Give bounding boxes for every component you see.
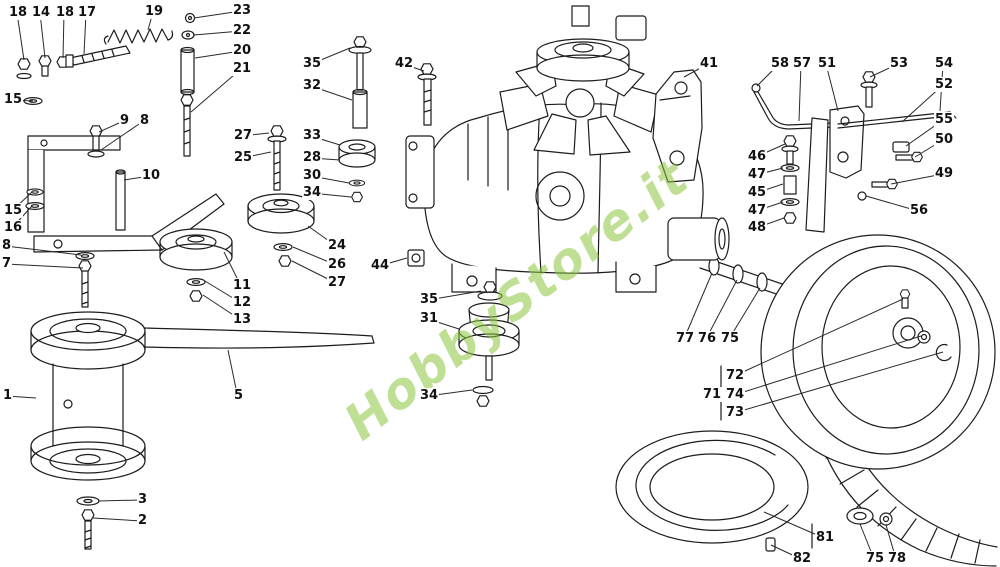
part-callout-16-14: 16: [3, 220, 24, 235]
part-callout-75-58: 75: [720, 331, 741, 346]
engine-pulley-drawing: [536, 5, 647, 82]
part-callout-9-10: 9: [119, 113, 131, 128]
part-callout-20-7: 20: [232, 43, 253, 58]
part-callout-78-66: 78: [887, 551, 908, 566]
linkage-drawing: [751, 71, 957, 233]
part-callout-21-8: 21: [232, 61, 253, 76]
part-callout-34-29: 34: [302, 185, 323, 200]
part-callout-8-15: 8: [1, 238, 13, 253]
part-callout-56-55: 56: [909, 203, 930, 218]
part-callout-7-16: 7: [1, 256, 13, 271]
part-callout-77-56: 77: [675, 331, 696, 346]
idler-pulley-33-drawing: [338, 139, 376, 203]
part-callout-25-25: 25: [233, 150, 254, 165]
part-callout-52-46: 52: [934, 77, 955, 92]
pulley-24-drawing: [247, 125, 315, 267]
part-callout-41-40: 41: [699, 56, 720, 71]
part-callout-1-20: 1: [2, 388, 14, 403]
part-callout-8-11: 8: [139, 113, 151, 128]
part-callout-22-6: 22: [232, 23, 253, 38]
part-callout-53-44: 53: [889, 56, 910, 71]
part-callout-73-62: 73: [725, 405, 746, 420]
part-callout-47-51: 47: [747, 167, 768, 182]
part-callout-72-59: 72: [725, 368, 746, 383]
part-callout-11-17: 11: [232, 278, 253, 293]
part-callout-26-31: 26: [327, 257, 348, 272]
part-callout-2-23: 2: [137, 513, 149, 528]
part-callout-27-24: 27: [233, 128, 254, 143]
part-callout-48-54: 48: [747, 220, 768, 235]
part-callout-14-1: 14: [31, 5, 52, 20]
part-callout-24-30: 24: [327, 238, 348, 253]
part-callout-35-37: 35: [419, 292, 440, 307]
bolt-42-drawing: [417, 63, 437, 126]
part-callout-18-2: 18: [55, 5, 76, 20]
lever-bracket-drawing: [652, 69, 703, 183]
drive-pulley-drawing: [30, 311, 146, 550]
part-callout-34-39: 34: [419, 388, 440, 403]
part-callout-46-50: 46: [747, 149, 768, 164]
part-callout-75-65: 75: [865, 551, 886, 566]
part-callout-55-47: 55: [934, 112, 955, 127]
part-callout-27-32: 27: [327, 275, 348, 290]
part-callout-76-57: 76: [697, 331, 718, 346]
part-callout-71-60: 71: [702, 387, 723, 402]
part-callout-18-0: 18: [8, 5, 29, 20]
part-callout-15-9: 15: [3, 92, 24, 107]
drive-belt-drawing: [143, 327, 375, 349]
part-callout-32-34: 32: [302, 78, 323, 93]
part-callout-13-19: 13: [232, 312, 253, 327]
part-callout-30-28: 30: [302, 168, 323, 183]
part-callout-54-45: 54: [934, 56, 955, 71]
part-callout-81-64: 81: [815, 530, 836, 545]
part-callout-45-52: 45: [747, 185, 768, 200]
part-callout-35-33: 35: [302, 56, 323, 71]
part-callout-10-12: 10: [141, 168, 162, 183]
bolt-35-sleeve-32-drawing: [348, 36, 372, 129]
part-callout-31-38: 31: [419, 311, 440, 326]
part-callout-49-49: 49: [934, 166, 955, 181]
part-callout-58-41: 58: [770, 56, 791, 71]
part-callout-15-13: 15: [3, 203, 24, 218]
part-callout-42-35: 42: [394, 56, 415, 71]
part-callout-19-4: 19: [144, 4, 165, 19]
part-callout-23-5: 23: [232, 3, 253, 18]
part-callout-17-3: 17: [77, 5, 98, 20]
part-callout-3-22: 3: [137, 492, 149, 507]
part-callout-5-21: 5: [233, 388, 245, 403]
input-pulley-drawing: [458, 281, 520, 407]
part-callout-12-18: 12: [232, 295, 253, 310]
part-callout-44-36: 44: [370, 258, 391, 273]
part-callout-74-61: 74: [725, 387, 746, 402]
part-callout-50-48: 50: [934, 132, 955, 147]
part-callout-33-26: 33: [302, 128, 323, 143]
pulley-11-drawing: [159, 228, 233, 302]
part-callout-47-53: 47: [747, 203, 768, 218]
part-callout-28-27: 28: [302, 150, 323, 165]
ring-drawing: [615, 430, 809, 552]
part-callout-51-43: 51: [817, 56, 838, 71]
part-callout-57-42: 57: [792, 56, 813, 71]
part-callout-82-63: 82: [792, 551, 813, 566]
